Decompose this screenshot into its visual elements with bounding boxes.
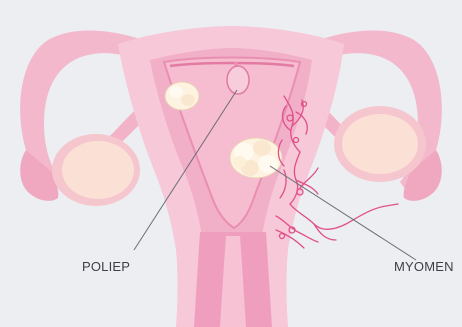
polyp-label: POLIEP: [82, 259, 130, 274]
polyp: [227, 66, 249, 94]
myoma-left: [165, 82, 199, 110]
myoma-cluster: [230, 138, 282, 178]
left-ovary-inner: [62, 141, 134, 199]
myoma-label: MYOMEN: [394, 259, 454, 274]
right-ovary-inner: [342, 114, 418, 174]
